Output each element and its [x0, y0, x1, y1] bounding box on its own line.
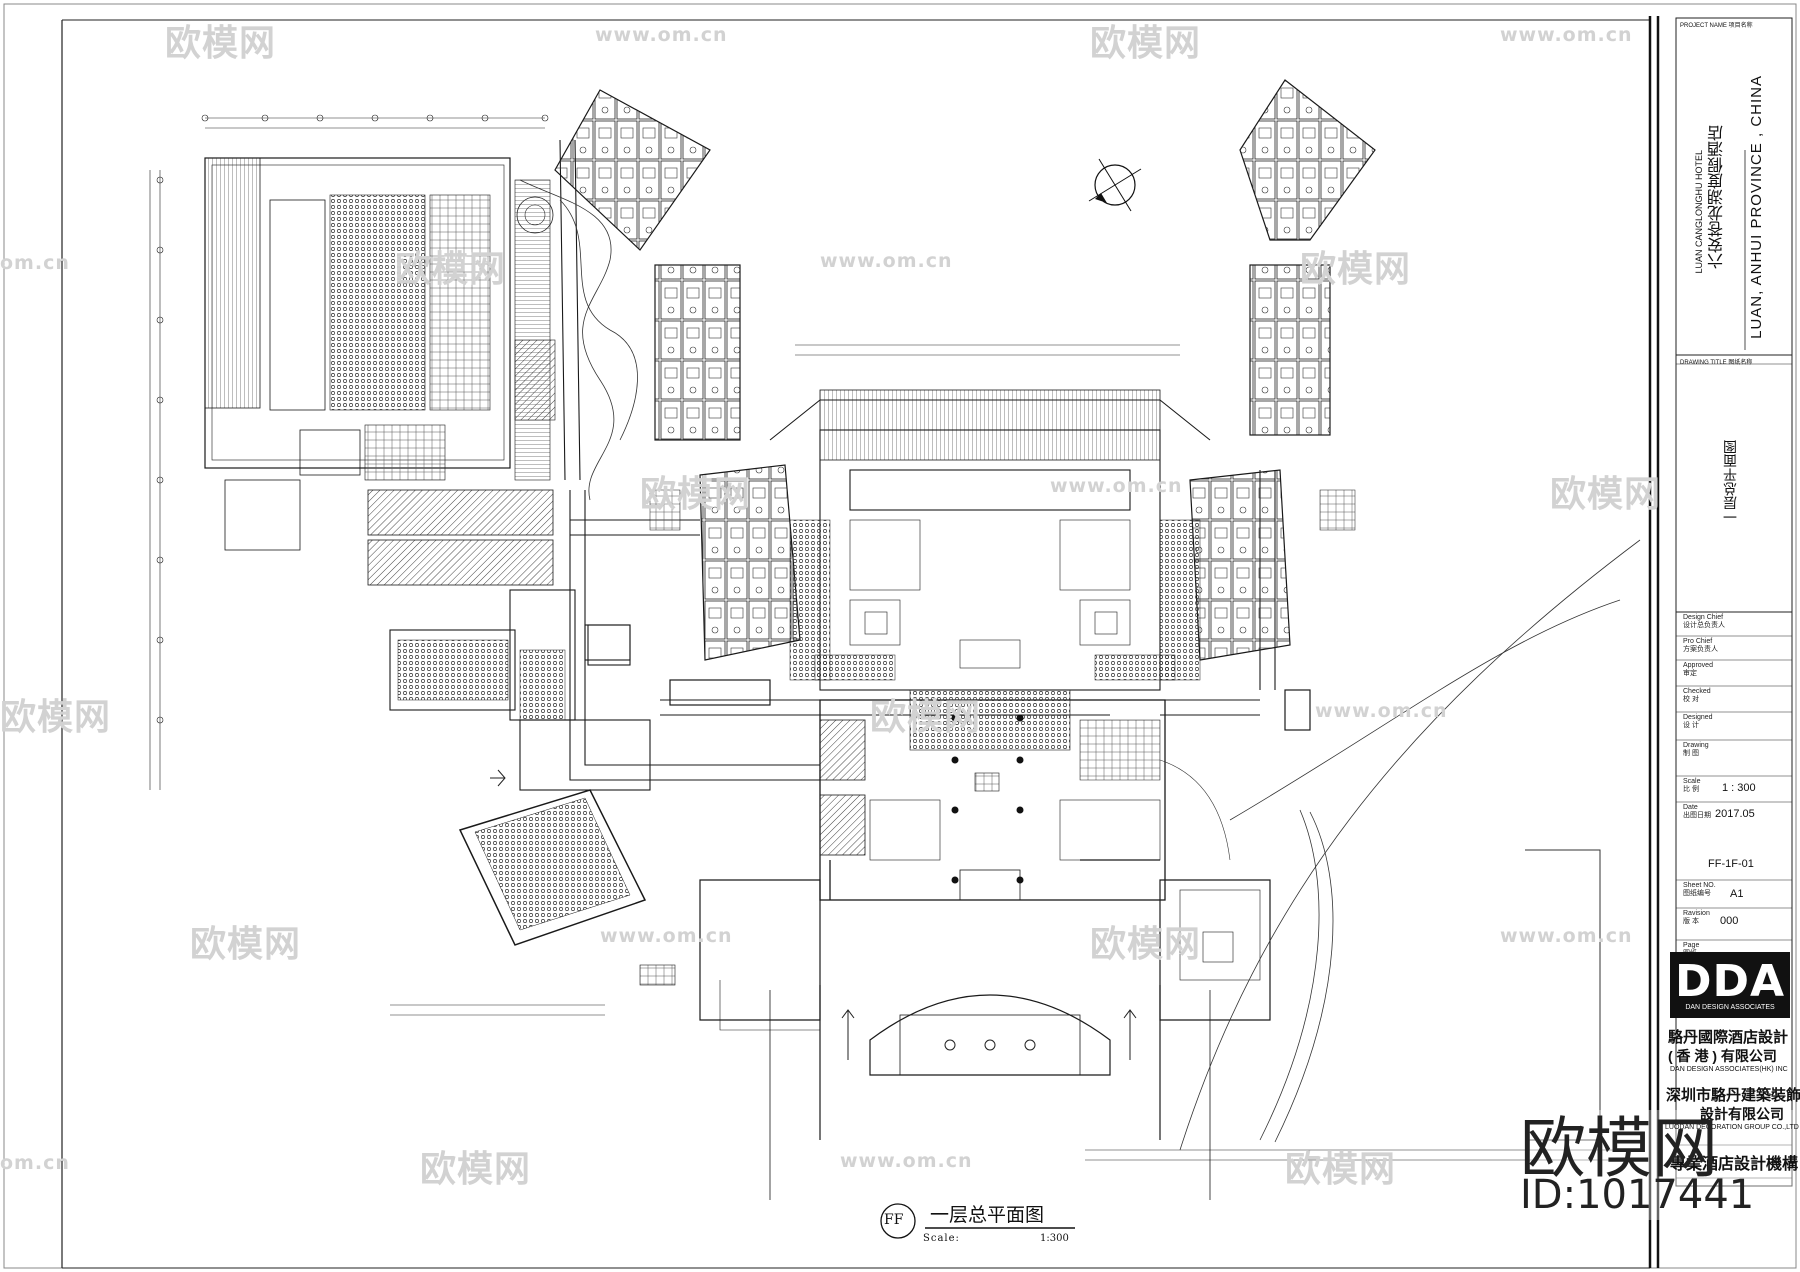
title-block-row-label-cn: 制 图	[1683, 750, 1699, 757]
dda-logo-subtitle: DAN DESIGN ASSOCIATES	[1685, 1004, 1775, 1011]
title-block-row-value: 000	[1720, 915, 1739, 927]
watermark-url: www.om.cn	[600, 925, 733, 947]
title-block-row-label: Pro Chief	[1683, 638, 1713, 645]
drawing-scale-value: 1:300	[1040, 1233, 1069, 1244]
company-name-cn-4: 設計有限公司	[1700, 1106, 1784, 1122]
company-name-en: DAN DESIGN ASSOCIATES(HK) INC	[1670, 1066, 1788, 1073]
company-name-cn-1: 駱丹國際酒店設計	[1668, 1029, 1789, 1046]
watermark: 欧模网	[870, 697, 982, 738]
drawing-title: 一层总平面图	[1722, 440, 1738, 524]
caption-symbol-circle	[880, 1203, 916, 1239]
watermark: 欧模网	[1550, 474, 1662, 515]
watermark: 欧模网	[165, 23, 277, 64]
central-courtyard	[769, 389, 1211, 691]
guest-wing-right	[1189, 79, 1376, 731]
title-block-row-label: Page	[1683, 942, 1700, 949]
title-block-row-label: Checked	[1683, 688, 1711, 695]
title-block-row-value: 1 : 300	[1722, 782, 1756, 794]
title-block-row-label-cn: 审定	[1683, 670, 1697, 677]
title-block-row-label: Drawing	[1683, 742, 1709, 749]
title-block-row-label-cn: 出图日期	[1683, 812, 1711, 819]
watermark: 欧模网	[1300, 249, 1412, 290]
watermark-url: www.om.cn	[840, 1150, 973, 1172]
title-block-row-label: Designed	[1683, 714, 1713, 721]
title-block-row-label: Date	[1683, 804, 1698, 811]
watermark-url: www.om.cn	[1500, 925, 1633, 947]
title-block-frame	[1675, 17, 1793, 1187]
drawing-caption: 一层总平面图	[930, 1205, 1045, 1226]
watermark-url: www.om.cn	[1050, 475, 1183, 497]
company-name-cn-2: ( 香 港 ) 有限公司	[1668, 1048, 1777, 1064]
title-block-row-label-cn: 设 计	[1683, 722, 1699, 729]
dda-logo-box	[1670, 952, 1790, 1018]
overlay-brand-box	[1525, 1110, 1795, 1220]
title-block-row-value: FF-1F-01	[1708, 858, 1754, 870]
watermark-url: om.cn	[0, 1152, 70, 1174]
drawing-title-label: DRAWING TITLE 图纸名称	[1680, 360, 1753, 366]
watermark: 欧模网	[190, 924, 302, 965]
project-name-cn: 六安苍龙湖度假酒店	[1709, 125, 1726, 269]
watermark-url: www.om.cn	[820, 250, 953, 272]
project-name-label: PROJECT NAME 项目名称	[1680, 23, 1753, 29]
title-block-row-label: Approved	[1683, 662, 1713, 669]
watermark-url: www.om.cn	[1315, 700, 1448, 722]
guest-wing-left	[554, 89, 801, 706]
title-block-row-label-cn: 图纸编号	[1683, 890, 1711, 897]
title-block-row-label: Ravision	[1683, 910, 1710, 917]
lobby	[819, 689, 1166, 901]
title-block-row-label-cn: 设计总负责人	[1683, 622, 1725, 629]
dda-logo: DDA	[1675, 956, 1786, 1007]
drawing-scale-label: Scale:	[923, 1233, 960, 1244]
ballroom-wing	[204, 157, 556, 586]
company-name-cn-3: 深圳市駱丹建築裝飾	[1666, 1087, 1800, 1104]
title-block-row-label-cn: 版 本	[1683, 918, 1699, 925]
project-name-en: LUAN CANGLONGHU HOTEL	[1694, 150, 1704, 274]
overlay-brand: 欧模网	[1520, 1110, 1718, 1187]
overlay-id: ID:1017441	[1520, 1172, 1755, 1218]
watermark-url: www.om.cn	[595, 24, 728, 46]
title-block-row-label: Scale	[1683, 778, 1701, 785]
title-block-row-value: 2017.05	[1715, 808, 1755, 820]
company-slogan: 專業酒店設計機構	[1670, 1156, 1799, 1173]
watermark: 欧模网	[395, 249, 507, 290]
project-location: LUAN, ANHUI PROVINCE , CHINA	[1748, 75, 1765, 339]
watermark: 欧模网	[640, 474, 752, 515]
dining-wing	[389, 589, 676, 986]
title-block-row-label-cn: 比 例	[1683, 786, 1699, 793]
title-block-row-label: Design Chief	[1683, 614, 1724, 621]
caption-symbol: FF	[884, 1212, 904, 1228]
landscape-tree	[516, 196, 554, 234]
entrance-drive	[699, 879, 1271, 1200]
watermark: 欧模网	[0, 697, 112, 738]
north-arrow-icon	[1088, 158, 1142, 212]
watermark: 欧模网	[1090, 23, 1202, 64]
watermark-url: www.om.cn	[1500, 24, 1633, 46]
title-block-row-label: Sheet NO.	[1683, 882, 1716, 889]
title-block-row-label-cn: 方案负责人	[1683, 646, 1718, 653]
watermark: 欧模网	[420, 1149, 532, 1190]
watermark: 欧模网	[1285, 1149, 1397, 1190]
title-block-row-value: A1	[1730, 888, 1744, 900]
company-name-en-2: LUODAN DECORATION GROUP CO.,LTD	[1665, 1124, 1799, 1131]
watermark: 欧模网	[1090, 924, 1202, 965]
title-block-row-label-cn: 校 对	[1683, 696, 1699, 703]
watermark-url: om.cn	[0, 252, 70, 274]
landscape-lines	[519, 179, 1641, 1151]
